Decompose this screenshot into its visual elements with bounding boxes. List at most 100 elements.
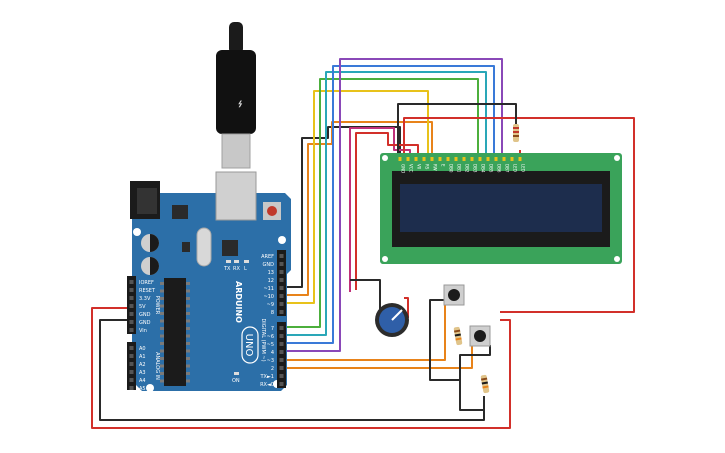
header-pin[interactable] (279, 366, 284, 370)
wire-pot-vcc[interactable] (404, 297, 409, 318)
header-pin[interactable] (279, 342, 284, 346)
resistor-band (513, 127, 519, 129)
header-pin[interactable] (129, 320, 134, 324)
wire-gnd-power[interactable] (99, 319, 485, 421)
header-pin[interactable] (129, 296, 134, 300)
header-pin[interactable] (279, 358, 284, 362)
header-pin[interactable] (279, 294, 284, 298)
backlight-resistor[interactable] (513, 124, 519, 142)
chip-pin (160, 349, 164, 353)
header-pin[interactable] (129, 280, 134, 284)
digital-pin-label: 2 (271, 366, 274, 372)
potentiometer[interactable] (375, 303, 409, 337)
lcd-pin[interactable] (406, 157, 410, 161)
header-pin[interactable] (129, 362, 134, 366)
lcd-pin[interactable] (486, 157, 490, 161)
chip-pin (160, 327, 164, 330)
header-pin[interactable] (279, 286, 284, 290)
wire-pin10-lcd[interactable] (285, 90, 429, 304)
wire-pin3-button[interactable] (285, 296, 446, 361)
button2-resistor[interactable] (480, 374, 490, 394)
button1-resistor[interactable] (453, 326, 463, 346)
resistor-band (454, 333, 461, 337)
chip-pin (160, 372, 164, 375)
header-pin[interactable] (279, 334, 284, 338)
lcd-pin[interactable] (414, 157, 418, 161)
header-pin[interactable] (279, 326, 284, 330)
header-pin[interactable] (279, 350, 284, 354)
header-pin[interactable] (279, 374, 284, 378)
wire-pin6-lcd[interactable] (285, 71, 487, 336)
digital-header (277, 250, 286, 316)
lcd-pin[interactable] (398, 157, 402, 161)
button-cap[interactable] (448, 289, 460, 301)
power-pin-label: 3.3V (139, 296, 151, 302)
button-cap[interactable] (474, 330, 486, 342)
wire-pin2-button[interactable] (285, 343, 473, 369)
lcd-pin[interactable] (502, 157, 506, 161)
wire-5v-power[interactable] (91, 307, 511, 429)
header-pin[interactable] (279, 278, 284, 282)
lcd-pin[interactable] (454, 157, 458, 161)
header-pin[interactable] (129, 354, 134, 358)
header-pin[interactable] (129, 346, 134, 350)
header-pin[interactable] (129, 386, 134, 390)
header-pin[interactable] (129, 378, 134, 382)
mounting-hole (614, 155, 620, 161)
chip-pin (160, 319, 164, 323)
header-pin[interactable] (279, 302, 284, 306)
lcd-pin[interactable] (510, 157, 514, 161)
lcd-pin[interactable] (446, 157, 450, 161)
header-pin[interactable] (279, 382, 284, 386)
header-pin[interactable] (279, 310, 284, 314)
mounting-hole (614, 256, 620, 262)
power-pin-label: GND (139, 320, 151, 326)
digital-pin-label: ~11 (263, 286, 274, 292)
header-pin[interactable] (279, 270, 284, 274)
lcd-pin-label: RS (425, 164, 430, 170)
lcd-pin[interactable] (430, 157, 434, 161)
lcd-pin[interactable] (422, 157, 426, 161)
wire-pin7-lcd[interactable] (285, 78, 479, 328)
lcd-screen (400, 184, 602, 232)
wire-button1-gnd[interactable] (429, 299, 460, 381)
push-button-2[interactable] (469, 325, 491, 347)
wire-pin5-lcd[interactable] (285, 65, 495, 344)
wire-lcd-vcc[interactable] (403, 117, 635, 313)
mounting-hole (382, 155, 388, 161)
reset-button-cap[interactable] (267, 206, 277, 216)
lcd-pin[interactable] (478, 157, 482, 161)
wire-lcd-rs[interactable] (349, 127, 411, 292)
wire-lcd-e[interactable] (355, 132, 419, 290)
capacitor-mark (150, 234, 159, 252)
lcd-pin[interactable] (470, 157, 474, 161)
tx-led (226, 260, 231, 263)
lcd-pin-label: GND (401, 164, 406, 173)
chip-pin (160, 334, 164, 338)
chip-pin (186, 327, 190, 330)
header-pin[interactable] (129, 312, 134, 316)
wire-lcd-gnd[interactable] (397, 103, 517, 160)
analog-pin-label: A0 (139, 346, 146, 352)
lcd-pin[interactable] (494, 157, 498, 161)
chip-pin (160, 342, 164, 345)
header-pin[interactable] (129, 370, 134, 374)
lcd-pin[interactable] (518, 157, 522, 161)
header-pin[interactable] (129, 304, 134, 308)
chip-pin (160, 304, 164, 308)
digital-pin-label: 8 (271, 310, 274, 316)
header-pin[interactable] (129, 328, 134, 332)
lcd-pin[interactable] (462, 157, 466, 161)
wire-pin4-lcd[interactable] (285, 58, 503, 352)
lcd-pin[interactable] (438, 157, 442, 161)
header-pin[interactable] (129, 288, 134, 292)
wire-pot-gnd[interactable] (350, 279, 381, 318)
wire-pin12-lcd[interactable] (285, 126, 401, 288)
header-pin[interactable] (279, 262, 284, 266)
lcd-pin-label: DB7 (505, 164, 510, 173)
push-button-1[interactable] (443, 284, 465, 306)
usb-cable-cord (229, 22, 243, 54)
header-pin[interactable] (279, 254, 284, 258)
